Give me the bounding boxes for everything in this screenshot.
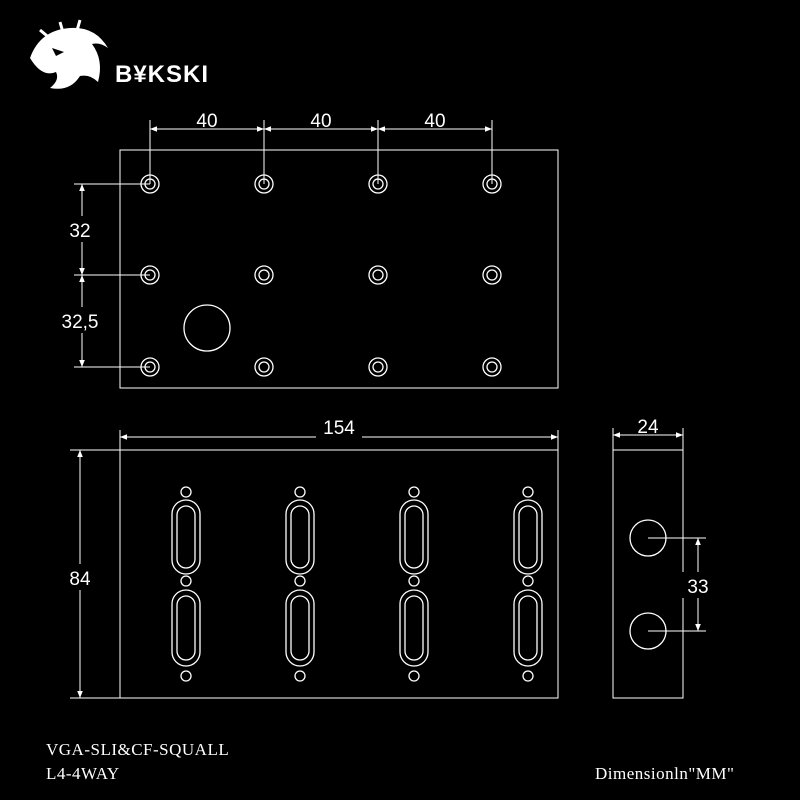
front-view: 154 84: [60, 417, 559, 699]
spacing-label-3: 40: [424, 111, 445, 132]
small-hole: [180, 670, 192, 682]
port-slots: [171, 486, 543, 682]
port-slot-column: [285, 486, 315, 682]
oblong-slot-inner: [290, 505, 310, 569]
port-spacing-label: 33: [687, 577, 708, 598]
oblong-slot-inner: [290, 595, 310, 661]
variant-caption: L4-4WAY: [46, 764, 120, 783]
brand-name: B¥KSKI: [115, 61, 209, 88]
small-hole: [522, 575, 534, 587]
mounting-hole: [254, 174, 274, 194]
mounting-holes: [140, 174, 502, 377]
mounting-hole: [368, 357, 388, 377]
small-hole: [408, 486, 420, 498]
oblong-slot-outer: [399, 589, 429, 667]
mounting-hole: [254, 357, 274, 377]
dragon-head-icon: [30, 19, 108, 89]
small-hole: [294, 670, 306, 682]
small-hole: [522, 670, 534, 682]
oblong-slot-inner: [176, 505, 196, 569]
row-spacing-label-2: 32,5: [62, 312, 99, 333]
oblong-slot-outer: [285, 499, 315, 575]
mounting-hole: [482, 265, 502, 285]
small-hole: [294, 575, 306, 587]
height-label: 84: [69, 569, 91, 590]
small-hole: [408, 575, 420, 587]
oblong-slot-outer: [285, 589, 315, 667]
side-view-outline: [612, 449, 684, 699]
oblong-slot-inner: [404, 595, 424, 661]
oblong-slot-outer: [513, 589, 543, 667]
front-view-outline: [119, 449, 559, 699]
spacing-label-2: 40: [310, 111, 331, 132]
small-hole: [180, 575, 192, 587]
mounting-hole: [140, 174, 160, 194]
small-hole: [180, 486, 192, 498]
label-mask: [60, 216, 100, 242]
oblong-slot-inner: [404, 505, 424, 569]
large-port-hole: [183, 304, 231, 352]
oblong-slot-outer: [399, 499, 429, 575]
top-view: 40 40 40 32 32,5: [52, 111, 559, 389]
model-caption: VGA-SLI&CF-SQUALL: [46, 740, 229, 759]
mounting-hole: [140, 265, 160, 285]
port-slot-column: [399, 486, 429, 682]
label-mask: [682, 572, 716, 598]
oblong-slot-inner: [518, 595, 538, 661]
spacing-label-1: 40: [196, 111, 217, 132]
oblong-slot-outer: [171, 589, 201, 667]
oblong-slot-inner: [176, 595, 196, 661]
small-hole: [522, 486, 534, 498]
port-slot-column: [171, 486, 201, 682]
oblong-slot-outer: [171, 499, 201, 575]
mounting-hole: [482, 174, 502, 194]
oblong-slot-outer: [513, 499, 543, 575]
mounting-hole: [254, 265, 274, 285]
mounting-hole: [140, 357, 160, 377]
label-mask: [316, 417, 362, 441]
brand-logo: B¥KSKI: [30, 19, 209, 89]
units-caption: Dimensionln"MM": [595, 764, 734, 783]
small-hole: [408, 670, 420, 682]
mounting-hole: [368, 174, 388, 194]
side-view: 24 33: [612, 417, 716, 699]
small-hole: [294, 486, 306, 498]
row-spacing-label-1: 32: [69, 221, 90, 242]
label-mask: [60, 564, 100, 590]
oblong-slot-inner: [518, 505, 538, 569]
mounting-hole: [482, 357, 502, 377]
width-label: 154: [323, 418, 355, 439]
top-view-outline: [119, 149, 559, 389]
port-slot-column: [513, 486, 543, 682]
label-mask: [52, 307, 108, 333]
mounting-hole: [368, 265, 388, 285]
side-width-label: 24: [637, 417, 659, 438]
